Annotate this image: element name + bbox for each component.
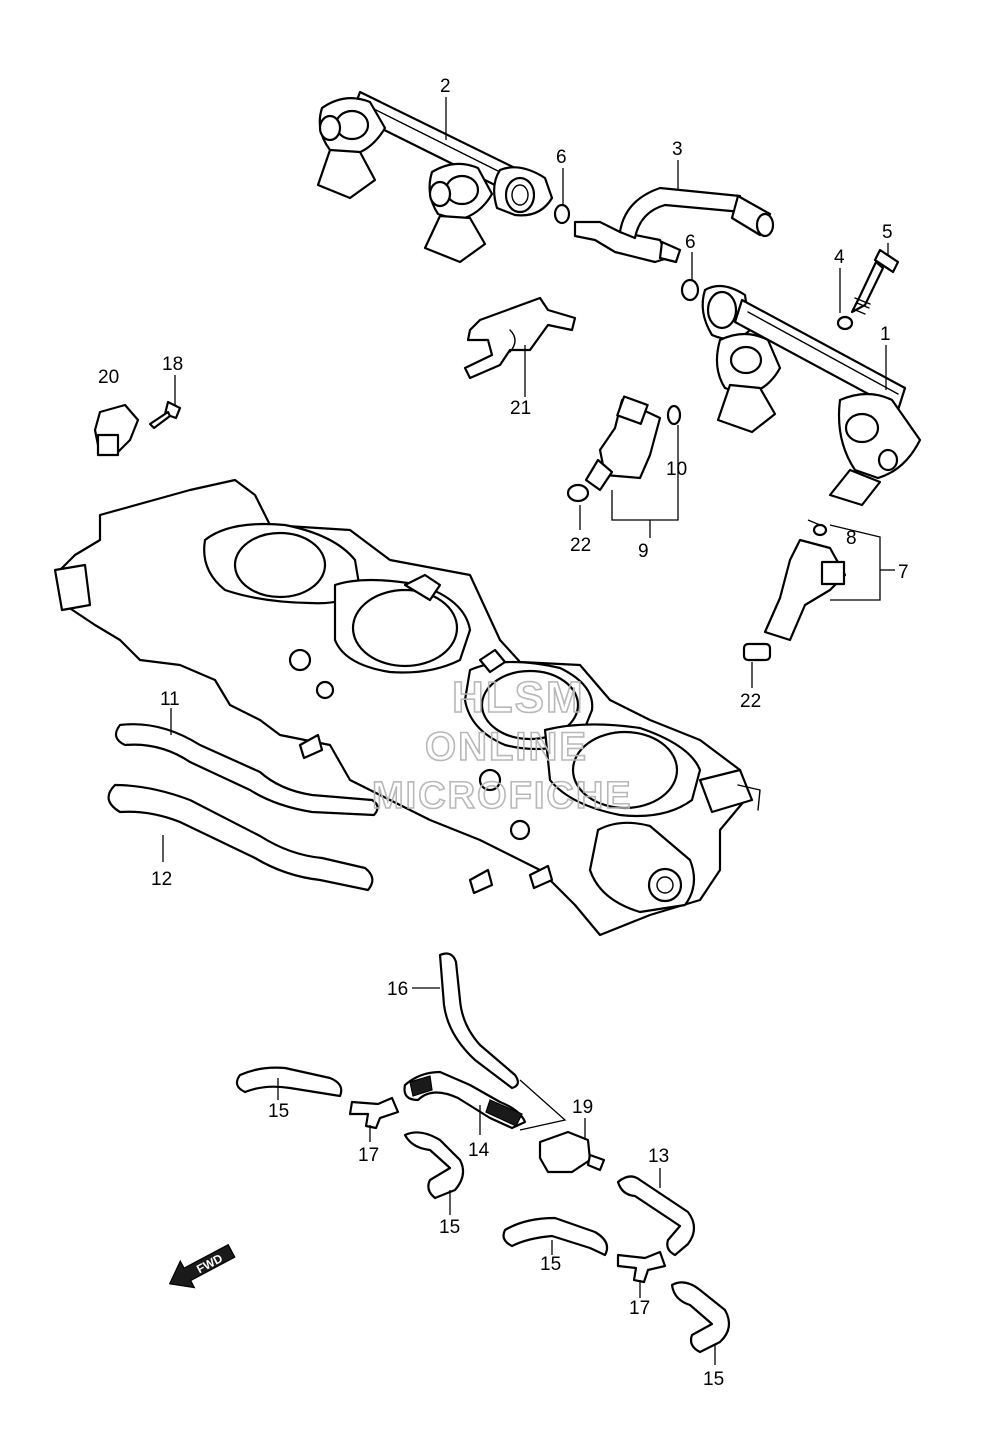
hose-15-c [502,1216,609,1257]
fwd-arrow-icon: FWD [168,1243,236,1289]
callout-5: 5 [882,222,893,243]
fuel-rail-1 [701,284,922,507]
injector-9 [584,395,662,492]
injector-7 [763,538,847,642]
throttle-body [53,478,761,937]
callouts: 2 3 6 6 5 4 1 18 20 21 10 8 22 9 7 22 11… [98,76,909,1390]
callout-10: 10 [666,459,687,480]
callout-14: 14 [468,1140,490,1161]
watermark-line2: ONLINE [425,725,588,769]
callout-6b: 6 [685,232,696,253]
t-joint-17a [348,1096,400,1130]
callout-22a: 22 [570,535,591,556]
callout-20: 20 [98,367,119,388]
sensor-20 [93,403,140,457]
callout-13: 13 [648,1146,669,1167]
leader-lines [162,97,895,1365]
clamp-21 [463,296,577,380]
hose-14 [403,1070,527,1130]
callout-1: 1 [880,324,891,345]
callout-19: 19 [572,1097,593,1118]
t-joint-17b [616,1250,667,1284]
callout-3: 3 [672,139,683,160]
watermark-line3: MICROFICHE [372,775,633,817]
hose-13 [616,1175,696,1257]
hose-15-b [403,1131,465,1200]
watermark: HLSM ONLINE MICROFICHE [371,672,633,818]
o-ring-6b [680,278,700,302]
cushion-22b [742,642,772,662]
cushion-22a [566,483,590,503]
callout-17a: 17 [358,1145,379,1166]
hose-15-a [235,1066,343,1098]
callout-7: 7 [898,562,909,583]
bolt-5 [850,248,900,315]
hose-11 [114,723,379,817]
screw-18 [148,400,182,430]
callout-11: 11 [160,689,180,710]
callout-9: 9 [638,541,649,562]
washer-4 [836,315,854,331]
hose-15-d [670,1281,731,1354]
callout-12: 12 [151,869,172,890]
joint-19 [538,1130,606,1174]
callout-8: 8 [846,528,857,549]
joint-pipe-3 [573,186,775,264]
fuel-rail-2 [316,90,554,264]
hose-12 [107,783,374,892]
o-ring-10 [666,404,682,426]
o-ring-6a [553,203,571,225]
callout-15c: 15 [540,1254,561,1275]
callout-15a: 15 [268,1101,289,1122]
o-ring-8 [812,523,828,537]
watermark-line1: HLSM [452,673,585,722]
callout-21: 21 [510,398,531,419]
callout-16: 16 [387,979,408,1000]
callout-15d: 15 [703,1369,724,1390]
callout-18: 18 [162,354,183,375]
callout-22b: 22 [740,691,761,712]
callout-17b: 17 [629,1298,650,1319]
callout-15b: 15 [439,1217,460,1238]
callout-2: 2 [440,76,451,97]
callout-4: 4 [834,247,845,268]
callout-6a: 6 [556,147,567,168]
hose-16 [438,952,519,1090]
